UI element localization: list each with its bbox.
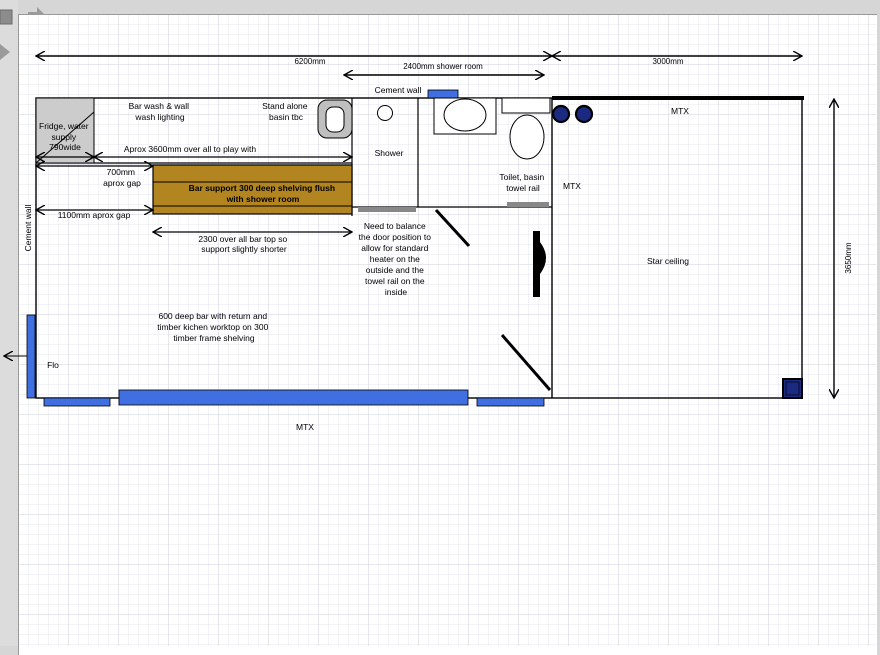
dim-6200-label: 6200mm xyxy=(294,57,325,66)
mtx-corner-inner xyxy=(785,381,800,396)
gap-1100-label: 1100mm aprox gap xyxy=(58,210,131,220)
toilet-cistern[interactable] xyxy=(501,97,551,114)
mtx-top-label: MTX xyxy=(671,106,689,116)
cement-wall-top-label: Cement wall xyxy=(375,85,422,95)
vent-top xyxy=(427,89,459,99)
shower-threshold xyxy=(358,207,416,212)
toilet-label: Toilet, basin towel rail xyxy=(499,172,546,193)
shape-tool-icon[interactable] xyxy=(0,8,16,28)
left-window xyxy=(26,314,36,399)
gap-700-label: 700mm aprox gap xyxy=(103,167,141,188)
bottom-window-center xyxy=(118,389,469,406)
main-door[interactable] xyxy=(500,334,552,391)
toilet-room-sink-bowl xyxy=(443,98,487,132)
basin-label: Stand alone basin tbc xyxy=(262,101,310,122)
dim-3650-label: 3650mm xyxy=(844,242,853,273)
fridge-label: Fridge, water supply 790wide xyxy=(39,121,91,152)
dim-3000-label: 3000mm xyxy=(652,57,683,66)
bottom-window-left xyxy=(43,397,111,407)
mtx-bottom-label: MTX xyxy=(296,422,314,432)
bar-wash-label: Bar wash & wall wash lighting xyxy=(129,101,192,122)
shower-head xyxy=(377,105,393,121)
mtx-fixture-1[interactable] xyxy=(551,104,571,124)
bar-top-label: 2300 over all bar top so support slightl… xyxy=(198,234,289,254)
shower-label: Shower xyxy=(375,148,404,158)
dim-2400-label: 2400mm shower room xyxy=(403,62,483,71)
basin-bowl xyxy=(325,106,345,133)
bar-description: 600 deep bar with return and timber kich… xyxy=(157,311,270,343)
mtx-fixture-2[interactable] xyxy=(574,104,594,124)
connector-tool-icon[interactable] xyxy=(0,42,16,64)
bar-support-label: Bar support 300 deep shelving flush with… xyxy=(189,183,338,204)
toilet-bowl[interactable] xyxy=(509,114,545,160)
toilet-threshold xyxy=(507,202,549,207)
cement-wall-left-label: Cement wall xyxy=(23,205,33,252)
star-ceiling-label: Star ceiling xyxy=(647,256,689,266)
heater-bar xyxy=(533,231,540,297)
toilet-door[interactable] xyxy=(434,208,471,248)
play-length-label: Aprox 3600mm over all to play with xyxy=(124,144,257,154)
mtx-middle-label: MTX xyxy=(563,181,581,191)
door-note: Need to balance the door position to all… xyxy=(359,221,434,297)
heater-fin xyxy=(540,242,546,274)
flo-label: Flo xyxy=(47,360,59,370)
bottom-window-right xyxy=(476,397,545,407)
